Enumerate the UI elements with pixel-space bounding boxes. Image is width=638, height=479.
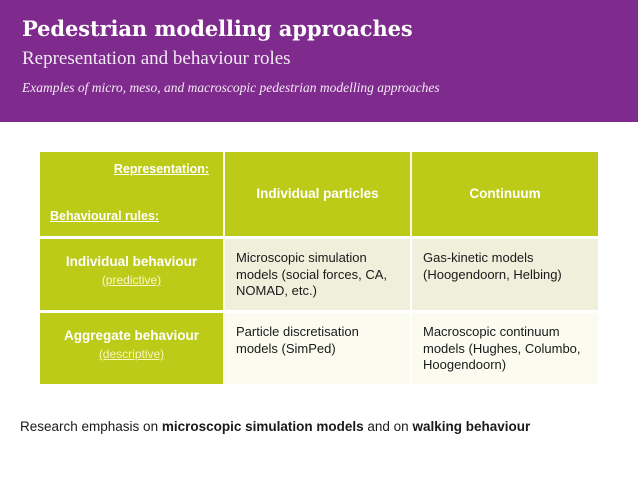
header-banner: Pedestrian modelling approaches Represen… bbox=[0, 0, 638, 122]
column-header-continuum: Continuum bbox=[412, 152, 598, 236]
cell-text: Particle discretisation models (SimPed) bbox=[225, 310, 412, 384]
row-label-main: Individual behaviour bbox=[65, 254, 198, 269]
caption-emphasis-1: microscopic simulation models bbox=[161, 419, 364, 434]
cell-text: Gas-kinetic models (Hoogendoorn, Helbing… bbox=[412, 236, 598, 310]
column-header-individual-particles: Individual particles bbox=[225, 152, 412, 236]
representation-axis-label: Representation: bbox=[113, 162, 209, 176]
page-subtitle: Representation and behaviour roles bbox=[22, 48, 291, 69]
cell-text: Macroscopic continuum models (Hughes, Co… bbox=[412, 310, 598, 384]
cell-text: Microscopic simulation models (social fo… bbox=[225, 236, 412, 310]
cell-individual-behaviour-continuum: Gas-kinetic models (Hoogendoorn, Helbing… bbox=[412, 236, 598, 310]
caption-emphasis-2: walking behaviour bbox=[412, 419, 531, 434]
table-row: Aggregate behaviour (descriptive) Partic… bbox=[40, 310, 598, 384]
row-label-sublabel: (predictive) bbox=[101, 273, 162, 287]
footer-caption: Research emphasis on microscopic simulat… bbox=[20, 418, 620, 436]
page-note: Examples of micro, meso, and macroscopic… bbox=[22, 80, 440, 95]
behavioural-rules-axis-label: Behavioural rules: bbox=[50, 209, 160, 223]
row-label-main: Aggregate behaviour bbox=[63, 328, 200, 343]
column-header-label: Continuum bbox=[412, 152, 598, 236]
table-row: Individual behaviour (predictive) Micros… bbox=[40, 236, 598, 310]
row-header-aggregate-behaviour: Aggregate behaviour (descriptive) bbox=[40, 310, 225, 384]
table-header-row: Representation: Behavioural rules: Indiv… bbox=[40, 152, 598, 236]
page-title: Pedestrian modelling approaches bbox=[22, 16, 413, 41]
caption-part-2: and on bbox=[363, 419, 413, 434]
row-header-individual-behaviour: Individual behaviour (predictive) bbox=[40, 236, 225, 310]
cell-aggregate-behaviour-individual-particles: Particle discretisation models (SimPed) bbox=[225, 310, 412, 384]
cell-individual-behaviour-individual-particles: Microscopic simulation models (social fo… bbox=[225, 236, 412, 310]
cell-aggregate-behaviour-continuum: Macroscopic continuum models (Hughes, Co… bbox=[412, 310, 598, 384]
table-corner-cell: Representation: Behavioural rules: bbox=[40, 152, 225, 236]
column-header-label: Individual particles bbox=[225, 152, 412, 236]
row-label-sublabel: (descriptive) bbox=[98, 347, 165, 361]
caption-part-1: Research emphasis on bbox=[20, 419, 162, 434]
approaches-matrix-table: Representation: Behavioural rules: Indiv… bbox=[40, 152, 598, 384]
